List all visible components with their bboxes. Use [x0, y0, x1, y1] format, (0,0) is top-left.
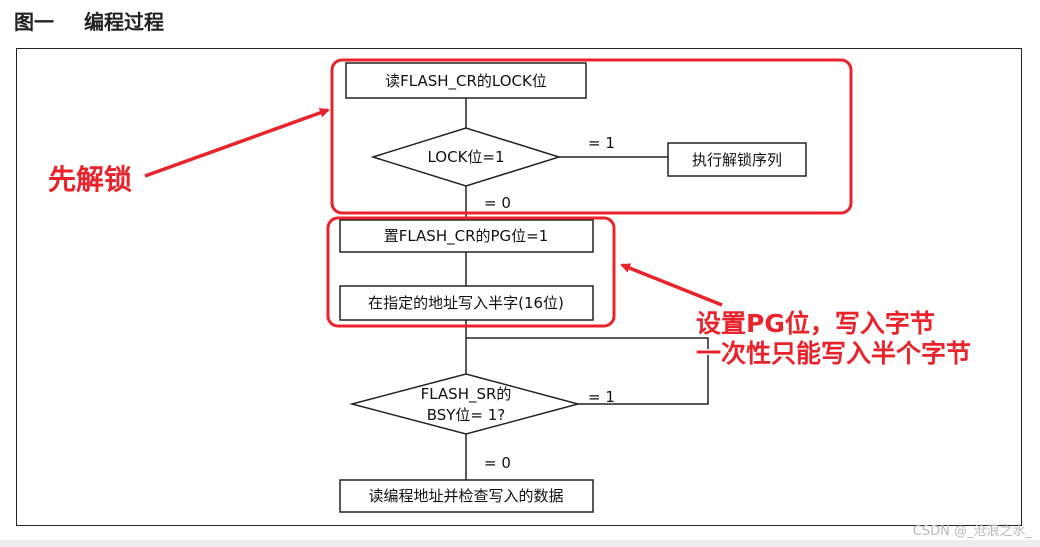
bottom-bar	[0, 540, 1040, 547]
figure-number: 图一	[14, 10, 54, 34]
node-bsy-decision: FLASH_SR的 BSY位= 1?	[349, 373, 581, 435]
unlock-highlight-box	[330, 58, 853, 215]
node-verify-label: 读编程地址并检查写入的数据	[368, 487, 563, 505]
unlock-arrow	[144, 108, 330, 178]
unlock-note: 先解锁	[48, 163, 132, 196]
diagram-frame	[16, 48, 1022, 526]
figure-caption: 编程过程	[84, 10, 164, 34]
node-read-lock-label: 读FLASH_CR的LOCK位	[385, 72, 547, 91]
pg-note-line2: 一次性只能写入半个字节	[696, 339, 971, 368]
pg-arrow	[620, 263, 723, 307]
node-lock-decision: LOCK位=1	[370, 127, 562, 187]
edge-label-bsy-no: = 0	[484, 454, 511, 472]
node-unlock-seq-label: 执行解锁序列	[692, 151, 782, 169]
node-unlock-seq: 执行解锁序列	[667, 142, 807, 177]
pg-note-line1: 设置PG位，写入字节	[696, 309, 935, 338]
pg-highlight-box	[326, 216, 616, 328]
edge-label-bsy-yes: = 1	[588, 388, 615, 406]
edge-bsy-loop	[466, 337, 709, 405]
node-set-pg-label: 置FLASH_CR的PG位=1	[384, 227, 549, 246]
node-lock-decision-label: LOCK位=1	[427, 148, 504, 166]
watermark: CSDN @_沧浪之水_	[912, 524, 1032, 539]
node-bsy-decision-line1: FLASH_SR的	[421, 385, 512, 404]
node-bsy-decision-line2: BSY位= 1?	[427, 406, 506, 424]
node-verify: 读编程地址并检查写入的数据	[339, 479, 594, 513]
node-write-halfword: 在指定的地址写入半字(16位)	[339, 285, 594, 321]
edge-label-lock-no: = 0	[484, 194, 511, 212]
node-write-halfword-label: 在指定的地址写入半字(16位)	[368, 294, 564, 312]
node-set-pg: 置FLASH_CR的PG位=1	[339, 219, 594, 253]
figure-title: 图一 编程过程	[14, 6, 164, 35]
node-read-lock: 读FLASH_CR的LOCK位	[345, 62, 587, 99]
edge-label-lock-yes: = 1	[588, 134, 615, 152]
